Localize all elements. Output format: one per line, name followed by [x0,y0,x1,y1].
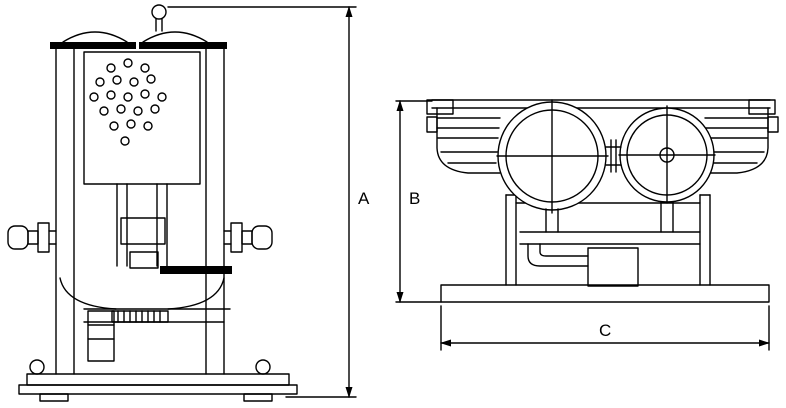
dimension-b: B [395,100,442,303]
arrowhead [345,6,353,17]
top-plate [426,99,776,115]
base-frame [18,359,298,402]
grill-strip [111,310,169,323]
vessel-domes [62,31,208,43]
arrowhead [440,339,451,347]
panel-holes [89,58,167,146]
motor-box [587,247,639,287]
side-view-drawing [7,4,298,402]
dimension-c-label: C [599,321,611,340]
dimension-b-label: B [409,189,420,208]
dimension-c: C [440,305,770,351]
vent-knob [151,4,167,32]
arrowhead [759,339,770,347]
lifting-eye-left [29,359,45,375]
arrowhead [396,100,404,111]
lifting-eye-right [255,359,271,375]
housing-connector [605,139,622,173]
left-shell-housing [426,107,501,174]
frame-columns [55,48,225,375]
dimension-a-label: A [358,189,370,208]
base-plate [440,284,770,303]
right-filter-housing [618,105,716,204]
perforated-panel [83,51,201,185]
left-filter-housing [496,99,609,214]
right-valve-assembly [223,222,273,253]
dimension-a: A [167,6,370,398]
arrowhead [396,292,404,303]
drop-pipes [545,201,674,233]
left-valve-assembly [7,222,57,253]
clamp-bands [50,42,227,49]
front-view-drawing [426,99,779,303]
piping-run [519,231,701,267]
center-mechanism [116,183,232,274]
lower-cabinet [87,310,115,362]
support-legs [505,194,711,286]
hopper-section [59,277,231,362]
right-shell-housing [704,107,779,174]
arrowhead [345,387,353,398]
